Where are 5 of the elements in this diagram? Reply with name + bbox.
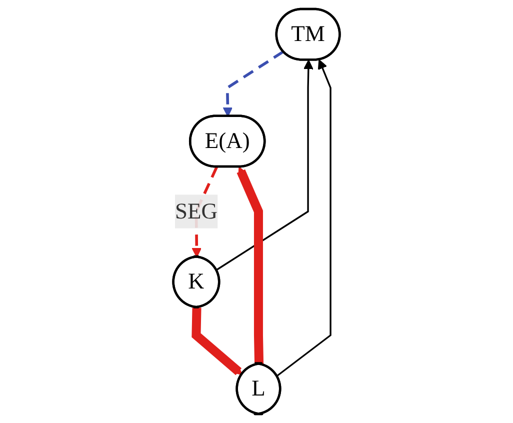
arrow — [222, 50, 284, 117]
arrow — [216, 60, 314, 271]
arrow — [236, 166, 264, 364]
edge-label: SEG — [174, 199, 218, 224]
arrow — [276, 59, 332, 377]
